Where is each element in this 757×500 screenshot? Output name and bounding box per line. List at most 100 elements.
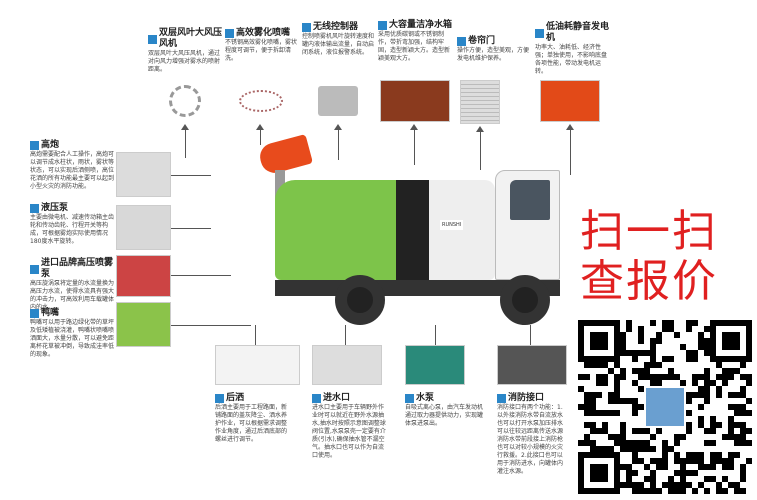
qr-module	[584, 374, 590, 380]
qr-module	[596, 392, 602, 398]
qr-module	[614, 356, 620, 362]
qr-module	[710, 356, 716, 362]
qr-module	[644, 464, 650, 470]
qr-module	[698, 344, 704, 350]
qr-module	[746, 440, 752, 446]
qr-module	[578, 344, 584, 350]
qr-module	[590, 362, 596, 368]
feature-desc: 进水口主要用于车辆野外作业时可以就近在野外水源抽水,抽水时按照示意图调整球阀位置…	[312, 404, 386, 459]
feature-title: 卷帘门	[468, 36, 496, 46]
qr-module	[704, 476, 710, 482]
qr-module	[590, 488, 596, 494]
qr-module	[686, 458, 692, 464]
qr-module	[602, 374, 608, 380]
qr-module	[728, 356, 734, 362]
feature-spray-pump: 进口品牌高压喷雾泵 高压旋涡泵将定量的水流量换为高压力水流，使得水流具有强大的冲…	[30, 258, 114, 312]
qr-module	[602, 476, 608, 482]
qr-module	[620, 344, 626, 350]
qr-module	[584, 440, 590, 446]
qr-module	[704, 344, 710, 350]
qr-module	[674, 332, 680, 338]
qr-module	[590, 392, 596, 398]
qr-module	[596, 428, 602, 434]
feature-desc: 后洒主要用于工程路面，新铺路面的盖灰降尘、洒水养护作业，可以根据需求调整作业角度…	[215, 404, 288, 443]
qr-module	[692, 374, 698, 380]
qr-module	[578, 464, 584, 470]
qr-module	[704, 392, 710, 398]
qr-module	[656, 332, 662, 338]
wheel	[335, 275, 385, 325]
qr-module	[722, 338, 728, 344]
qr-module	[662, 446, 668, 452]
fan-image	[152, 80, 217, 122]
qr-module	[638, 458, 644, 464]
qr-module	[734, 368, 740, 374]
spray-pump-image	[116, 255, 171, 297]
qr-module	[632, 482, 638, 488]
qr-module	[608, 434, 614, 440]
qr-module	[638, 428, 644, 434]
qr-code[interactable]	[573, 320, 757, 495]
water-inlet-image	[312, 345, 382, 385]
qr-module	[620, 368, 626, 374]
qr-module	[596, 476, 602, 482]
qr-module	[602, 428, 608, 434]
qr-module	[602, 452, 608, 458]
qr-module	[716, 422, 722, 428]
qr-module	[614, 464, 620, 470]
qr-module	[722, 476, 728, 482]
qr-module	[650, 338, 656, 344]
qr-module	[686, 422, 692, 428]
qr-module	[734, 488, 740, 494]
qr-module	[698, 422, 704, 428]
qr-module	[674, 470, 680, 476]
bullet-icon	[378, 21, 387, 30]
qr-module	[698, 404, 704, 410]
qr-module	[722, 458, 728, 464]
qr-module	[740, 464, 746, 470]
rear-spray-image	[215, 345, 300, 385]
qr-module	[614, 344, 620, 350]
qr-module	[608, 446, 614, 452]
qr-module	[650, 476, 656, 482]
qr-module	[734, 338, 740, 344]
qr-module	[632, 356, 638, 362]
qr-module	[596, 320, 602, 326]
feature-desc: 高炮需要配合人工操作，高炮可以调节成水柱状，雨状，雾状等状态，可以实现后洒侧喷，…	[30, 151, 115, 190]
qr-module	[596, 332, 602, 338]
qr-module	[746, 398, 752, 404]
qr-module	[728, 404, 734, 410]
qr-module	[704, 374, 710, 380]
feature-title: 双层风叶大风压风机	[159, 28, 223, 49]
qr-module	[740, 422, 746, 428]
feature-water-inlet: 进水口 进水口主要用于车辆野外作业时可以就近在野外水源抽水,抽水时按照示意图调整…	[312, 393, 387, 460]
qr-module	[662, 320, 668, 326]
qr-module	[644, 362, 650, 368]
qr-avatar	[644, 386, 686, 428]
qr-module	[704, 464, 710, 470]
qr-module	[728, 344, 734, 350]
qr-module	[602, 362, 608, 368]
qr-module	[584, 434, 590, 440]
qr-module	[734, 404, 740, 410]
feature-title: 无线控制器	[313, 22, 359, 32]
promo-line-1: 扫一扫	[580, 206, 718, 257]
qr-module	[740, 320, 746, 326]
qr-module	[578, 452, 584, 458]
qr-module	[590, 404, 596, 410]
qr-module	[590, 422, 596, 428]
qr-module	[734, 392, 740, 398]
qr-module	[620, 332, 626, 338]
qr-module	[740, 374, 746, 380]
qr-module	[578, 386, 584, 392]
qr-module	[734, 332, 740, 338]
qr-module	[578, 404, 584, 410]
qr-module	[650, 458, 656, 464]
qr-module	[650, 362, 656, 368]
qr-module	[722, 464, 728, 470]
qr-module	[716, 320, 722, 326]
qr-module	[746, 338, 752, 344]
feature-fan: 双层风叶大风压风机 双层风叶大风压风机，通过对向风力增强对雾水的喷射距离。	[148, 28, 222, 74]
qr-module	[620, 398, 626, 404]
qr-module	[734, 440, 740, 446]
